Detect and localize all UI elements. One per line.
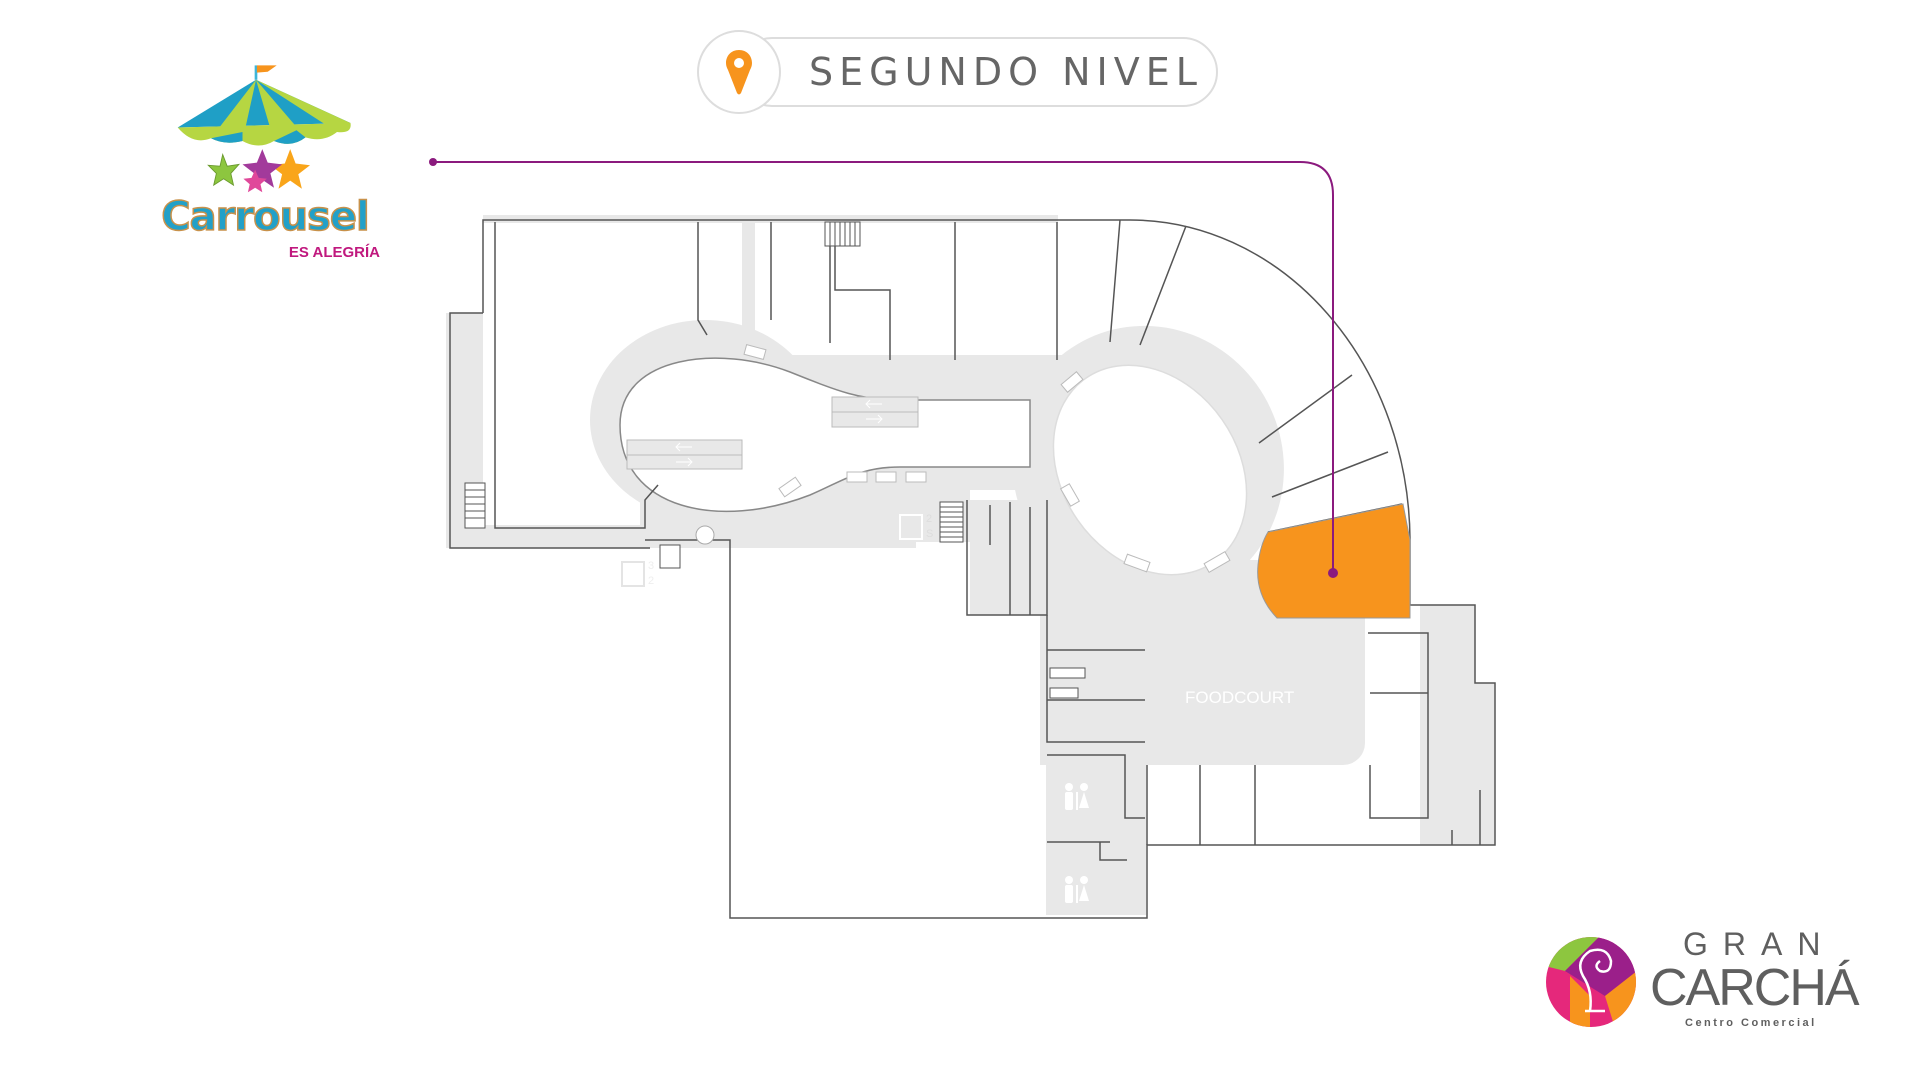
left-atrium-void	[619, 357, 1031, 513]
elevator-b-down-label: 2	[648, 575, 655, 587]
carrousel-logo: Carrousel ES ALEGRÍA	[150, 60, 380, 270]
elevator-icon	[621, 514, 923, 587]
carrousel-wordmark: Carrousel	[161, 194, 371, 240]
top-wall-strip	[483, 215, 1058, 223]
level-pill-frame	[737, 37, 1218, 107]
gran-carcha-emblem-icon	[1546, 937, 1636, 1027]
level-title: SEGUNDO NIVEL	[809, 50, 1203, 94]
restrooms-area	[1046, 755, 1146, 915]
level-indicator: SEGUNDO NIVEL	[697, 30, 1222, 116]
carousel-umbrella-icon	[177, 65, 351, 193]
carrousel-tagline: ES ALEGRÍA	[288, 244, 380, 261]
escalator-left	[626, 439, 743, 470]
stairs-icon	[464, 221, 1086, 699]
route-start-dot	[429, 158, 437, 166]
outer-wall	[449, 219, 1496, 919]
route-line	[433, 161, 1334, 573]
gran-carcha-logo: GRAN CARCHÁ Centro Comercial	[1540, 928, 1860, 1038]
logo-text-carcha: CARCHÁ	[1650, 959, 1860, 1017]
logo-text-centro-comercial: Centro Comercial	[1685, 1017, 1817, 1029]
escalator-right	[831, 396, 919, 428]
restroom-icon	[1065, 783, 1089, 903]
map-pin-icon	[697, 30, 781, 114]
elevator-a-up-label: 2	[926, 513, 933, 525]
foodcourt-label: FOODCOURT	[1185, 688, 1295, 707]
elevator-a-down-label: S	[926, 528, 934, 540]
logo-text-gran: GRAN	[1683, 926, 1836, 962]
route-end-dot	[1328, 568, 1338, 578]
elevator-b-up-label: 3	[648, 560, 655, 572]
